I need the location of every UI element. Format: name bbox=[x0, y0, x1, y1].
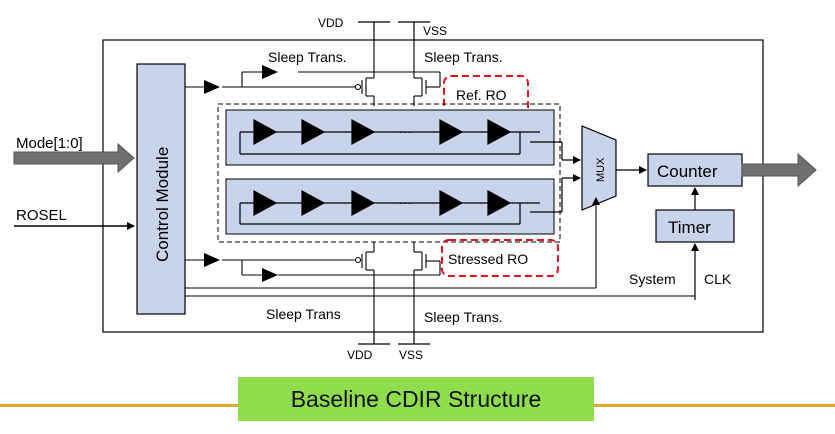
sleep-transistors-bottom bbox=[222, 242, 441, 332]
output-arrow bbox=[741, 152, 817, 188]
stressed-ro-label: Stressed RO bbox=[448, 251, 528, 267]
ref-ro-ellipsis: ··· bbox=[398, 123, 412, 139]
clk-label: CLK bbox=[704, 271, 732, 287]
system-label: System bbox=[629, 271, 676, 287]
rosel-label: ROSEL bbox=[16, 207, 67, 224]
driver-top-2 bbox=[262, 65, 278, 79]
vss-bottom-label: VSS bbox=[399, 348, 423, 362]
control-module-label: Control Module bbox=[153, 147, 172, 262]
sleep-trans-top-left: Sleep Trans. bbox=[268, 49, 347, 65]
counter-label: Counter bbox=[657, 162, 718, 181]
sleep-trans-bottom-right: Sleep Trans. bbox=[424, 309, 503, 325]
control-lines bbox=[185, 86, 695, 297]
vdd-top-label: VDD bbox=[318, 16, 344, 30]
mux-label: MUX bbox=[595, 157, 607, 182]
mux bbox=[581, 125, 617, 211]
chip-boundary bbox=[102, 39, 764, 333]
driver-bottom-1 bbox=[204, 253, 220, 267]
sleep-trans-bottom-left: Sleep Trans bbox=[266, 306, 341, 322]
mode-arrow bbox=[13, 142, 135, 174]
counter-box bbox=[647, 153, 743, 187]
mode-label: Mode[1:0] bbox=[16, 135, 83, 152]
caption-text: Baseline CDIR Structure bbox=[290, 385, 542, 412]
caption: Baseline CDIR Structure bbox=[238, 377, 594, 421]
ref-ro-label: Ref. RO bbox=[456, 87, 507, 103]
control-module-box bbox=[136, 63, 186, 315]
ro-to-mux bbox=[561, 142, 581, 212]
top-supply bbox=[358, 21, 430, 40]
stressed-ro-ellipsis: ··· bbox=[398, 194, 412, 210]
ref-ro-chain bbox=[239, 118, 562, 155]
ref-ro-outline bbox=[443, 75, 529, 115]
ref-ro-box bbox=[225, 109, 555, 166]
vss-top-label: VSS bbox=[423, 24, 447, 38]
driver-bottom-2 bbox=[262, 268, 278, 282]
timer-label: Timer bbox=[668, 218, 711, 237]
bottom-supply bbox=[358, 332, 430, 345]
driver-top-1 bbox=[204, 80, 220, 94]
sleep-trans-top-right: Sleep Trans. bbox=[424, 49, 503, 65]
vdd-bottom-label: VDD bbox=[347, 348, 373, 362]
stressed-ro-chain bbox=[239, 189, 562, 225]
ro-group bbox=[217, 103, 561, 243]
stressed-ro-outline bbox=[441, 239, 559, 277]
